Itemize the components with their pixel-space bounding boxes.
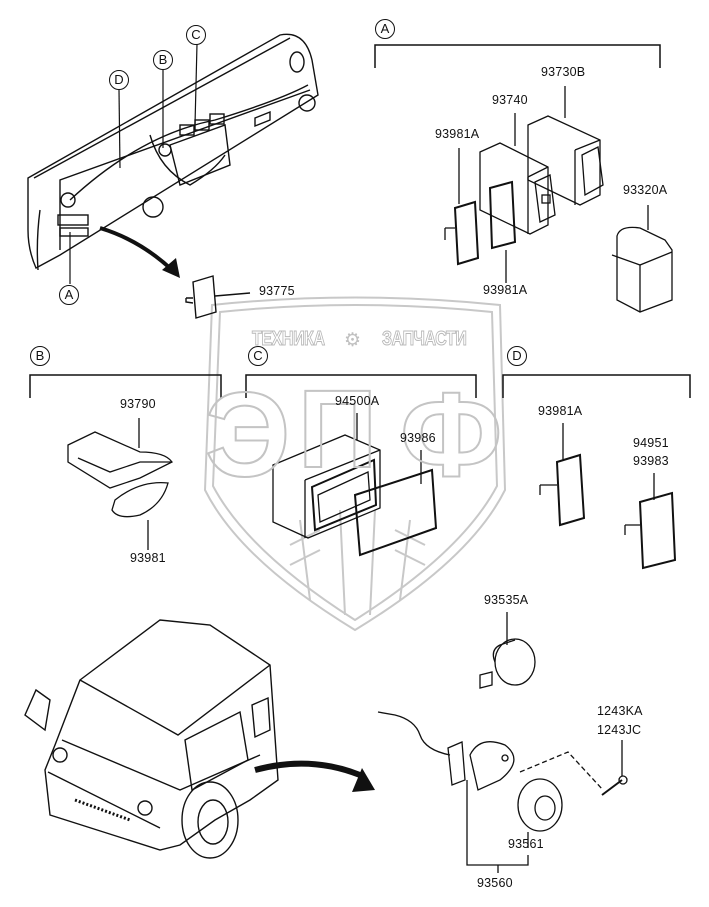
part-label-93740[interactable]: 93740	[492, 93, 528, 107]
watermark-shield	[203, 296, 507, 632]
group-c-illustration	[272, 413, 438, 557]
watermark-monogram-p: П	[297, 368, 378, 491]
watermark-left-text: ТЕХНИКА	[252, 328, 326, 351]
arrow-to-93775	[99, 226, 180, 278]
part-label-93560[interactable]: 93560	[477, 876, 513, 890]
part-label-93981a-d[interactable]: 93981A	[538, 404, 583, 418]
gear-icon: ⚙	[344, 330, 362, 351]
group-c-bracket	[245, 374, 477, 398]
callout-a-overview[interactable]: A	[59, 285, 79, 305]
part-label-93790[interactable]: 93790	[120, 397, 156, 411]
part-label-93730b[interactable]: 93730B	[541, 65, 586, 79]
part-label-1243ka[interactable]: 1243KA	[597, 704, 643, 718]
part-label-93983[interactable]: 93983	[633, 454, 669, 468]
dashboard-illustration	[27, 33, 319, 271]
part-label-93535a[interactable]: 93535A	[484, 593, 529, 607]
part-label-94951[interactable]: 94951	[633, 436, 669, 450]
part-label-93986[interactable]: 93986	[400, 431, 436, 445]
part-label-93775[interactable]: 93775	[259, 284, 295, 298]
callout-d-overview[interactable]: D	[109, 70, 129, 90]
group-a-illustration	[444, 86, 673, 313]
group-a-badge: A	[375, 19, 395, 39]
arrow-to-buzzer	[254, 760, 375, 792]
group-d-badge: D	[507, 346, 527, 366]
group-b-badge: B	[30, 346, 50, 366]
part-label-93320a[interactable]: 93320A	[623, 183, 668, 197]
watermark-monogram-f: Ф	[399, 368, 503, 502]
truck-illustration	[24, 619, 279, 859]
group-d-bracket	[502, 374, 691, 398]
callout-c-overview[interactable]: C	[186, 25, 206, 45]
buzzer-illustration	[377, 612, 628, 873]
part-label-93981a-a1[interactable]: 93981A	[435, 127, 480, 141]
watermark-right-text: ЗАПЧАСТИ	[382, 328, 468, 351]
part-93775-illustration	[185, 275, 251, 319]
part-label-93561[interactable]: 93561	[508, 837, 544, 851]
dashboard-callout-lines	[69, 43, 198, 284]
group-c-badge: C	[248, 346, 268, 366]
group-d-illustration	[539, 423, 677, 570]
group-a-bracket	[374, 44, 661, 68]
part-label-94500a[interactable]: 94500A	[335, 394, 380, 408]
watermark-monogram-e: Э	[204, 368, 291, 502]
part-label-93981[interactable]: 93981	[130, 551, 166, 565]
part-label-93981a-a2[interactable]: 93981A	[483, 283, 528, 297]
group-b-bracket	[29, 374, 222, 398]
group-b-illustration	[67, 418, 173, 550]
part-label-1243jc[interactable]: 1243JC	[597, 723, 642, 737]
callout-b-overview[interactable]: B	[153, 50, 173, 70]
